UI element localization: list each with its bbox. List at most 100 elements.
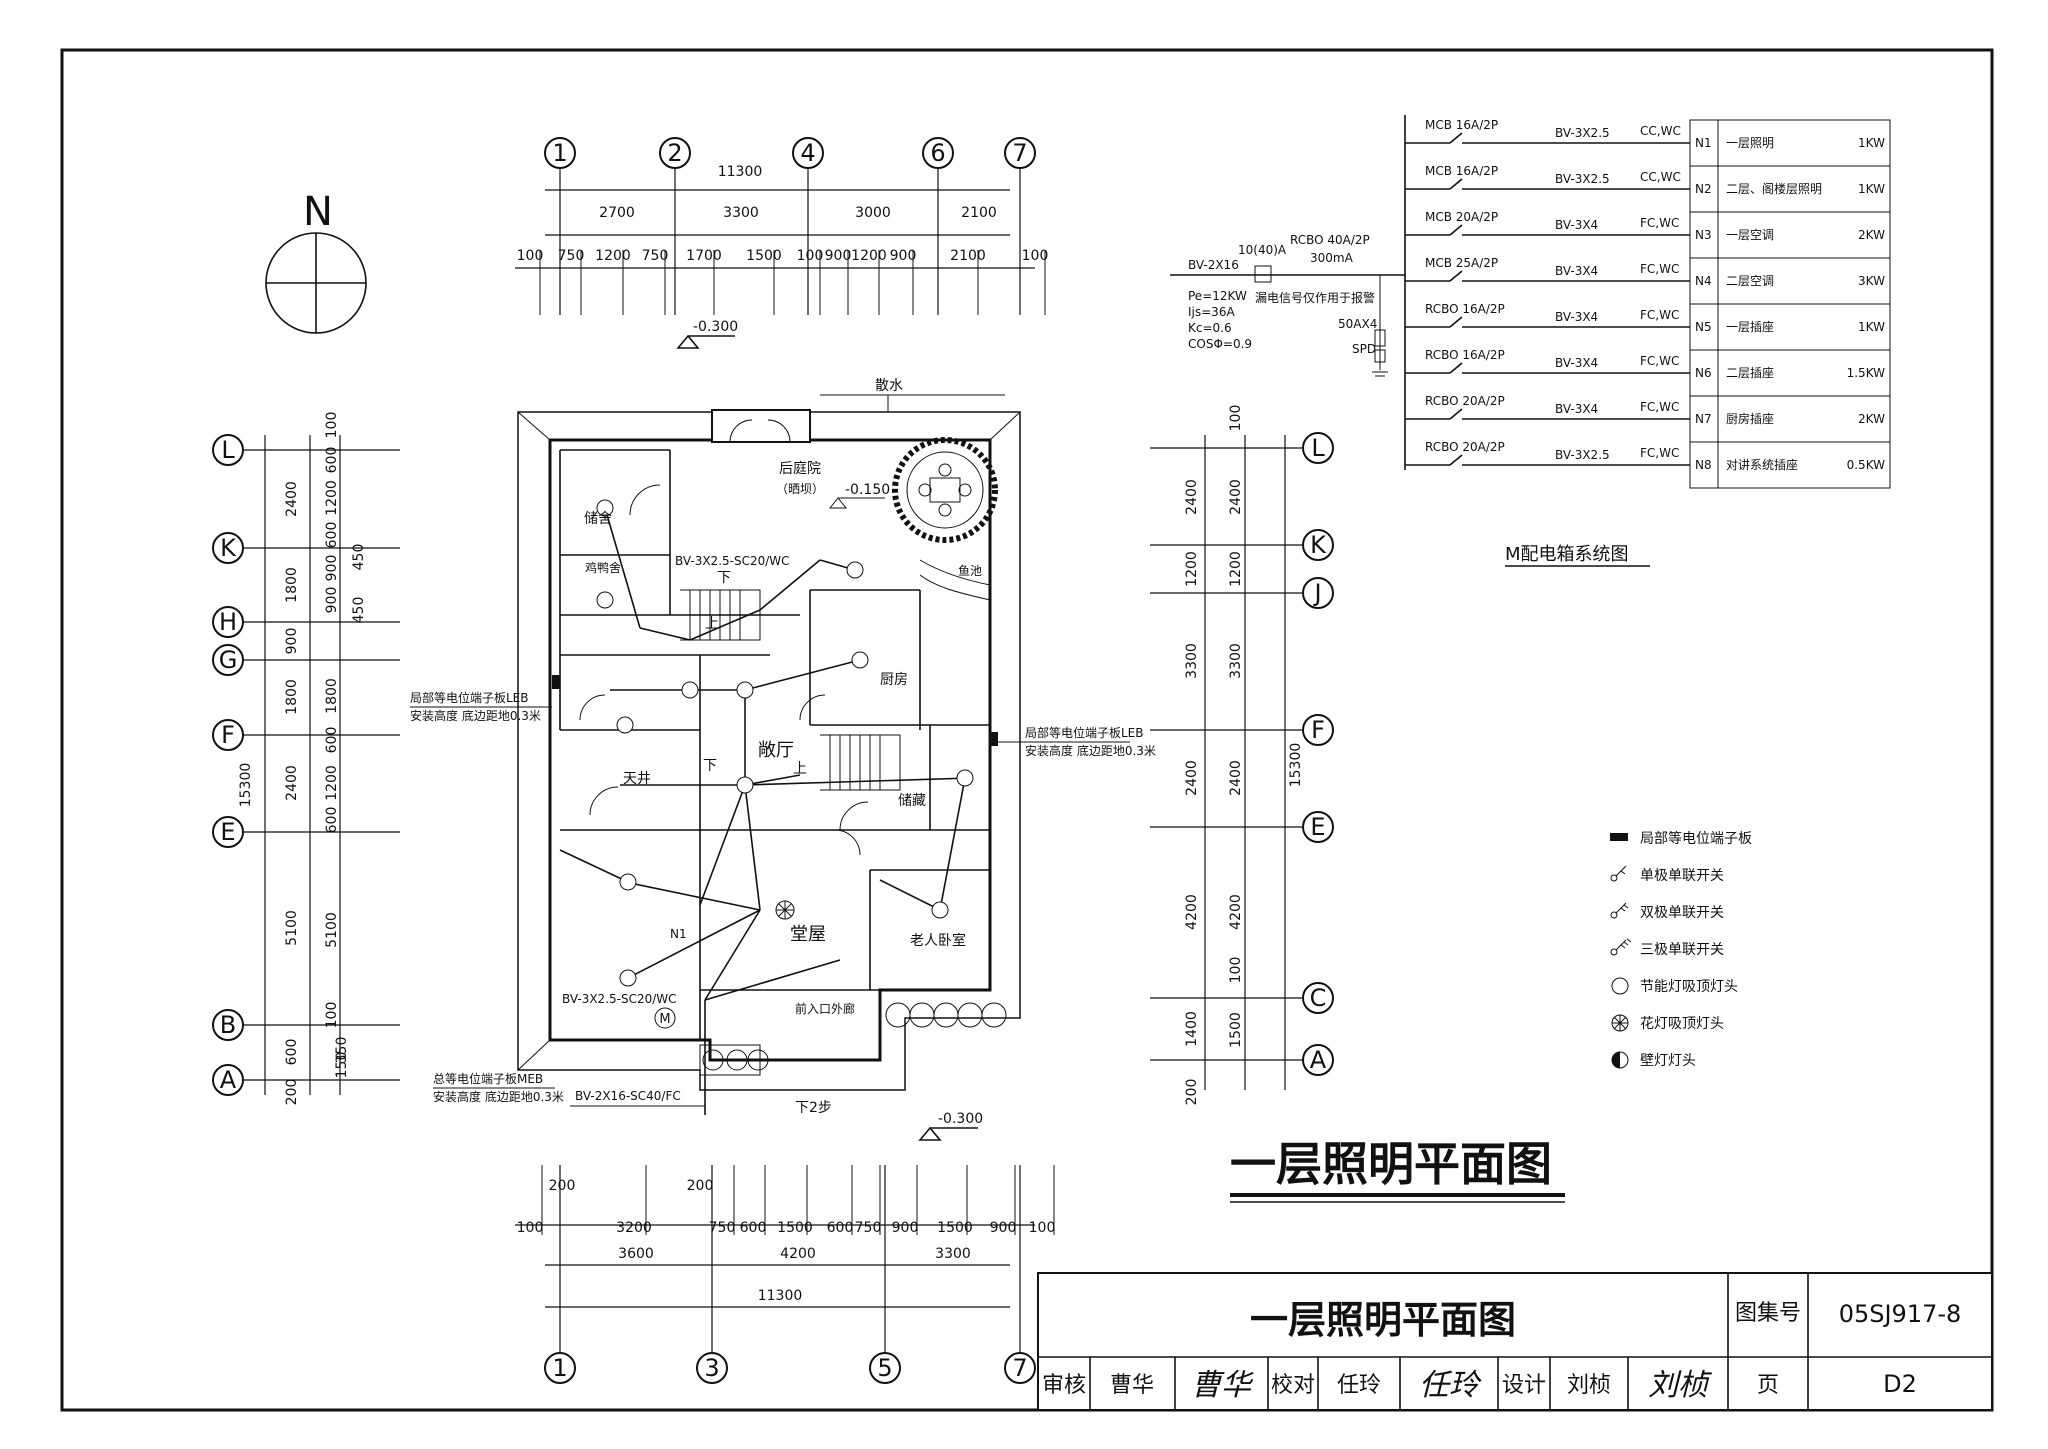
dim-left-detail: 900 [324,555,340,582]
legend-item: 双极单联开关 [1610,902,1724,921]
dim-left-bay: 900 [284,628,300,655]
legend-label: 双极单联开关 [1640,905,1724,921]
circuit-cable: BV-3X2.5 [1555,172,1610,186]
dim-top-detail: 100 [797,248,824,264]
chandelier [775,900,795,920]
ceiling-lamp-icon [1611,977,1629,995]
title-block: 一层照明平面图 图集号 05SJ917-8 审核 曹华 曹华 校对 任玲 任玲 … [1037,1272,1993,1411]
dim-bottom-detail: 600 [740,1220,767,1236]
dim-top-detail: 2100 [950,248,986,264]
circuit-name: 一层空调 [1726,228,1774,242]
dim-right-bay: 200 [1184,1079,1200,1106]
meb-label: 总等电位端子板MEB [433,1071,543,1086]
apron-label: 散水 [875,378,903,394]
circuit-laying: FC,WC [1640,446,1679,460]
north-label: N [303,189,333,235]
top-axis-bubble-4: 4 [792,137,824,169]
dim-left-detail: 150 [334,1052,350,1079]
right-axis-bubble-K-label: K [1310,531,1327,559]
left-axis-bubble-L: L [212,434,244,466]
room-hall: 敞厅 [758,740,794,761]
svg-text:-0.300: -0.300 [693,319,738,335]
left-axis-bubble-B: B [212,1009,244,1041]
top-axis-bubble-1-label: 1 [552,139,567,167]
dim-right-bay: 4200 [1184,894,1200,930]
circuit-id: N8 [1695,458,1712,472]
left-axis-bubble-B-label: B [220,1011,236,1039]
legend-item: 单极单联开关 [1610,865,1724,884]
legend-label: 三极单联开关 [1640,942,1724,958]
circuit-load: 1KW [1858,320,1885,334]
left-axis-bubble-E: E [212,816,244,848]
right-axis-bubble-C-label: C [1310,984,1327,1012]
dim-left-detail: 1200 [324,765,340,801]
right-axis-bubble-J: J [1302,577,1334,609]
top-axis-bubble-6-label: 6 [930,139,945,167]
floor-plan: M 储舍 鸡鸭舍 后庭院 （晒坝） 鱼池 厨房 天井 敞厅 储藏 堂屋 老人卧室… [410,378,1156,1116]
dim-bottom-small: 200 [687,1178,714,1194]
room-poultry: 鸡鸭舍 [585,560,621,575]
top-axis-bubble-7: 7 [1004,137,1036,169]
legend-label: 节能灯吸顶灯头 [1640,979,1738,995]
circuit-load: 1KW [1858,136,1885,150]
dim-left-detail: 900 [324,587,340,614]
circuit-cable: BV-3X2.5 [1555,448,1610,462]
symbol-legend: 局部等电位端子板单极单联开关双极单联开关三极单联开关节能灯吸顶灯头花灯吸顶灯头壁… [1610,830,1752,1069]
left-axis-bubble-A-label: A [220,1066,237,1094]
circuit-name: 二层插座 [1726,365,1774,380]
room-main-hall: 堂屋 [790,924,826,945]
terminal-board-icon [1610,833,1628,841]
dim-left-detail: 1200 [324,480,340,516]
bottom-axis-bubble-1: 1 [544,1352,576,1384]
circuit-cable: BV-3X2.5 [1555,126,1610,140]
dim-right-bay: 1200 [1184,551,1200,587]
room-courtyard-well: 天井 [623,771,651,787]
dim-left-total: 15300 [238,763,254,808]
panel-param: Pe=12KW [1188,289,1247,303]
left-axis-bubble-K: K [212,532,244,564]
circuit-breaker: MCB 16A/2P [1425,164,1498,178]
chandelier-icon [1611,1014,1629,1032]
tb-review-label: 审核 [1042,1373,1086,1398]
circuit-name: 一层插座 [1726,319,1774,334]
dim-bottom-total: 11300 [758,1288,803,1304]
circuit-name: 二层空调 [1726,274,1774,288]
circuit-id: N6 [1695,366,1712,380]
circuit-cable: BV-3X4 [1555,310,1598,324]
circuit-n1-label: N1 [670,927,687,941]
tb-checker-signature: 任玲 [1419,1368,1482,1403]
circuit-laying: CC,WC [1640,124,1681,138]
wall-lamp-icon [1611,1051,1629,1069]
circuit-name: 对讲系统插座 [1726,457,1798,472]
circuit-load: 1KW [1858,182,1885,196]
dim-left-bay: 600 [284,1039,300,1066]
left-axis-bubble-F-label: F [221,721,235,749]
level-mark-top: -0.300 [676,319,738,349]
bottom-axis-bubble-1-label: 1 [552,1354,567,1382]
dim-left-bay: 1800 [284,567,300,603]
left-axis-bubble-E-label: E [220,818,235,846]
leb-left-label: 局部等电位端子板LEB [410,690,529,705]
panel-main-breaker-ma: 300mA [1310,251,1354,265]
dim-right-detail: 100 [1228,957,1244,984]
right-axis-bubble-L-label: L [1311,434,1325,462]
right-axis-bubble-C: C [1302,982,1334,1014]
tb-check-label: 校对 [1271,1373,1315,1398]
dim-bottom-detail: 600 [827,1220,854,1236]
circuit-cable: BV-3X4 [1555,264,1598,278]
dim-top-detail: 1200 [851,248,887,264]
bottom-axis-bubble-3: 3 [696,1352,728,1384]
dim-left-detail: 600 [324,807,340,834]
circuit-laying: CC,WC [1640,170,1681,184]
cable-label-3: BV-2X16-SC40/FC [575,1089,681,1103]
circuit-laying: FC,WC [1640,216,1679,230]
dim-right-bay: 3300 [1184,643,1200,679]
dim-top-detail: 100 [1022,248,1049,264]
right-axis-bubble-E: E [1302,811,1334,843]
circuit-load: 0.5KW [1847,458,1886,472]
circuit-id: N4 [1695,274,1712,288]
circuit-breaker: MCB 20A/2P [1425,210,1498,224]
